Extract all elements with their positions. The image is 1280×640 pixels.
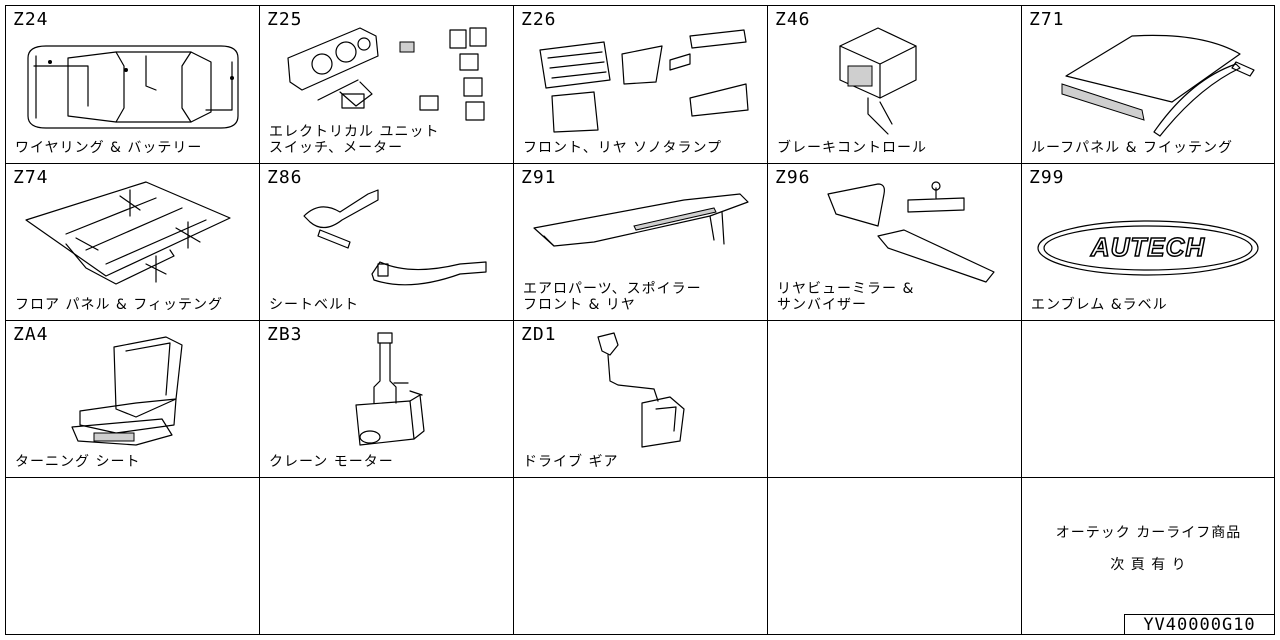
section-label: クレーン モーター — [269, 454, 394, 470]
grid-divider — [513, 6, 514, 634]
cell-zb3[interactable]: ZB3 クレーン モーター — [260, 321, 513, 477]
aero-parts-spoiler-illustration — [533, 193, 749, 247]
cell-z25[interactable]: Z25 エレクトリカル ユニットスイッチ、メーター — [260, 6, 513, 163]
section-code: Z99 — [1029, 167, 1065, 188]
cell-z91[interactable]: Z91 エアロパーツ、スポイラーフロント & リヤ — [514, 164, 767, 320]
section-label: ドライブ ギア — [523, 454, 619, 470]
section-label: フロア パネル & フィッテング — [15, 297, 223, 313]
section-code: Z26 — [521, 9, 557, 30]
section-code: Z74 — [13, 167, 49, 188]
section-label: エアロパーツ、スポイラーフロント & リヤ — [523, 281, 702, 313]
section-code: ZD1 — [521, 324, 557, 345]
floor-panel-illustration — [25, 181, 231, 285]
cell-z86[interactable]: Z86 シートベルト — [260, 164, 513, 320]
crane-motor-illustration — [355, 332, 425, 446]
cell-z74[interactable]: Z74 フロア パネル & フィッテング — [6, 164, 259, 320]
seat-belt-illustration — [303, 189, 487, 286]
grid-divider — [6, 477, 1274, 478]
cell-z96[interactable]: Z96 リヤビューミラー &サンバイザー — [768, 164, 1021, 320]
section-code: Z86 — [267, 167, 303, 188]
section-label: リヤビューミラー &サンバイザー — [777, 281, 915, 313]
section-label: ブレーキコントロール — [777, 140, 927, 156]
section-label: エレクトリカル ユニットスイッチ、メーター — [269, 124, 440, 156]
section-code: Z25 — [267, 9, 303, 30]
section-code: Z46 — [775, 9, 811, 30]
wiring-battery-illustration — [27, 45, 239, 129]
grid-divider — [259, 6, 260, 634]
autech-products-note: オーテック カーライフ商品 — [1055, 525, 1242, 541]
section-code: Z91 — [521, 167, 557, 188]
next-page-note: 次 頁 有 り — [1110, 557, 1187, 573]
section-code: Z71 — [1029, 9, 1065, 30]
emblem-text: AUTECH — [1090, 232, 1206, 262]
section-code: Z24 — [13, 9, 49, 30]
parts-catalog-grid: Z24 ワイヤリング & バッテリー Z25 エレクトリカル ユニットスイッチ、… — [5, 5, 1275, 635]
section-label: ワイヤリング & バッテリー — [15, 140, 203, 156]
brake-control-illustration — [839, 27, 917, 135]
grid-divider — [767, 6, 768, 634]
cell-z99[interactable]: AUTECH Z99 エンブレム &ラベル — [1022, 164, 1274, 320]
section-label: エンブレム &ラベル — [1031, 297, 1168, 313]
cell-za4[interactable]: ZA4 ターニング シート — [6, 321, 259, 477]
grid-divider — [6, 320, 1274, 321]
document-id: YV40000G10 — [1124, 614, 1274, 635]
drive-gear-illustration — [597, 332, 685, 448]
turning-seat-illustration — [71, 336, 183, 446]
cell-z71[interactable]: Z71 ルーフパネル & フイッテング — [1022, 6, 1274, 163]
section-code: Z96 — [775, 167, 811, 188]
front-rear-lamps-illustration — [539, 29, 749, 133]
cell-z46[interactable]: Z46 ブレーキコントロール — [768, 6, 1021, 163]
section-code: ZA4 — [13, 324, 49, 345]
grid-divider — [1021, 6, 1022, 634]
section-code: ZB3 — [267, 324, 303, 345]
section-label: ターニング シート — [15, 454, 141, 470]
rear-view-mirror-sun-visor-illustration — [827, 181, 995, 283]
section-label: シートベルト — [269, 297, 359, 313]
grid-divider — [6, 163, 1274, 164]
roof-panel-illustration — [1061, 34, 1255, 137]
electrical-unit-switch-meter-illustration — [287, 27, 487, 121]
cell-footer-note: オーテック カーライフ商品 次 頁 有 り — [1022, 478, 1274, 614]
cell-zd1[interactable]: ZD1 ドライブ ギア — [514, 321, 767, 477]
cell-z26[interactable]: Z26 フロント、リヤ ソノタランプ — [514, 6, 767, 163]
section-label: フロント、リヤ ソノタランプ — [523, 140, 723, 156]
autech-emblem: AUTECH — [1037, 220, 1259, 276]
cell-z24[interactable]: Z24 ワイヤリング & バッテリー — [6, 6, 259, 163]
section-label: ルーフパネル & フイッテング — [1031, 140, 1233, 156]
